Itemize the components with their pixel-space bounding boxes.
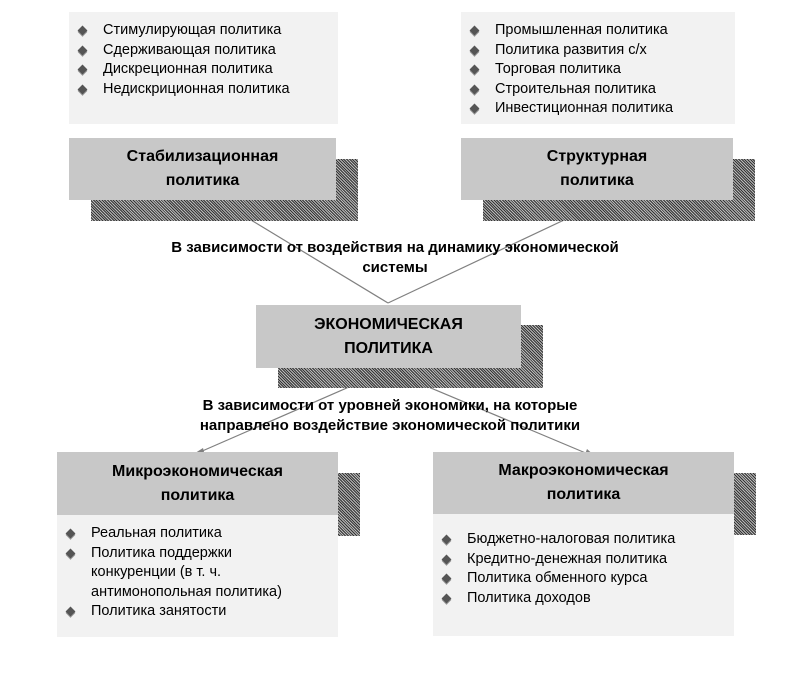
- list-item-label: Политика поддержки конкуренции (в т. ч. …: [91, 544, 282, 600]
- diamond-bullet-icon: [77, 64, 88, 75]
- list-item: Торговая политика: [461, 60, 735, 80]
- list-item: Политика поддержки конкуренции (в т. ч. …: [57, 544, 338, 603]
- list-item-label: Политика занятости: [91, 603, 227, 619]
- list-item: Сдерживающая политика: [69, 41, 338, 61]
- list-item-label: Промышленная политика: [495, 22, 668, 38]
- diamond-bullet-icon: [441, 573, 452, 584]
- list-item: Промышленная политика: [461, 21, 735, 41]
- diamond-bullet-icon: [469, 45, 480, 55]
- list-item: Политика занятости: [57, 602, 338, 622]
- list-item: Недискриционная политика: [69, 80, 338, 100]
- diamond-bullet-icon: [65, 528, 76, 539]
- lower-classification-caption: В зависимости от уровней экономики, на к…: [199, 397, 581, 434]
- macro-policy-box: Макроэкономическая политика: [433, 452, 734, 514]
- list-item: Бюджетно-налоговая политика: [433, 530, 734, 550]
- diamond-bullet-icon: [77, 45, 88, 55]
- diamond-bullet-icon: [77, 84, 88, 94]
- diamond-bullet-icon: [77, 25, 88, 36]
- diamond-bullet-icon: [469, 103, 480, 114]
- list-item-label: Дискреционная политика: [103, 61, 273, 77]
- diamond-bullet-icon: [65, 548, 76, 558]
- list-item-label: Бюджетно-налоговая политика: [467, 531, 676, 547]
- structural-policy-box-wrap: Структурная политика: [461, 138, 755, 222]
- structural-policy-box: Структурная политика: [461, 138, 733, 200]
- diamond-bullet-icon: [469, 84, 480, 94]
- list-item-label: Торговая политика: [495, 61, 621, 77]
- list-item-label: Реальная политика: [91, 525, 222, 541]
- diamond-bullet-icon: [441, 593, 452, 603]
- list-item-label: Политика доходов: [467, 589, 591, 606]
- stabilization-policy-box-wrap: Стабилизационная политика: [69, 138, 358, 222]
- list-item-label: Кредитно-денежная политика: [467, 550, 668, 567]
- diamond-bullet-icon: [469, 25, 480, 36]
- list-item-label: Политика обменного курса: [467, 570, 648, 586]
- micro-policy-box: Микроэкономическая политика: [57, 452, 338, 515]
- list-item: Политика обменного курса: [433, 569, 734, 589]
- list-item: Реальная политика: [57, 524, 338, 544]
- diamond-bullet-icon: [469, 64, 480, 75]
- list-item-label: Политика развития с/х: [495, 41, 647, 58]
- list-item: Инвестиционная политика: [461, 99, 735, 119]
- list-item: Кредитно-денежная политика: [433, 550, 734, 570]
- list-item-label: Недискриционная политика: [103, 80, 290, 97]
- diamond-bullet-icon: [441, 554, 452, 564]
- economic-policy-box-wrap: ЭКОНОМИЧЕСКАЯ ПОЛИТИКА: [256, 305, 543, 388]
- list-item-label: Инвестиционная политика: [495, 100, 674, 116]
- stabilization-policy-box: Стабилизационная политика: [69, 138, 336, 200]
- upper-classification-caption: В зависимости от воздействия на динамику…: [171, 239, 619, 276]
- list-item-label: Сдерживающая политика: [103, 41, 276, 58]
- list-item: Дискреционная политика: [69, 60, 338, 80]
- list-item: Стимулирующая политика: [69, 21, 338, 41]
- list-item: Политика развития с/х: [461, 41, 735, 61]
- economic-policy-box: ЭКОНОМИЧЕСКАЯ ПОЛИТИКА: [256, 305, 521, 368]
- list-item-label: Стимулирующая политика: [103, 22, 282, 38]
- list-item: Строительная политика: [461, 80, 735, 100]
- list-item: Политика доходов: [433, 589, 734, 609]
- diamond-bullet-icon: [441, 534, 452, 545]
- list-item-label: Строительная политика: [495, 80, 656, 97]
- diamond-bullet-icon: [65, 606, 76, 617]
